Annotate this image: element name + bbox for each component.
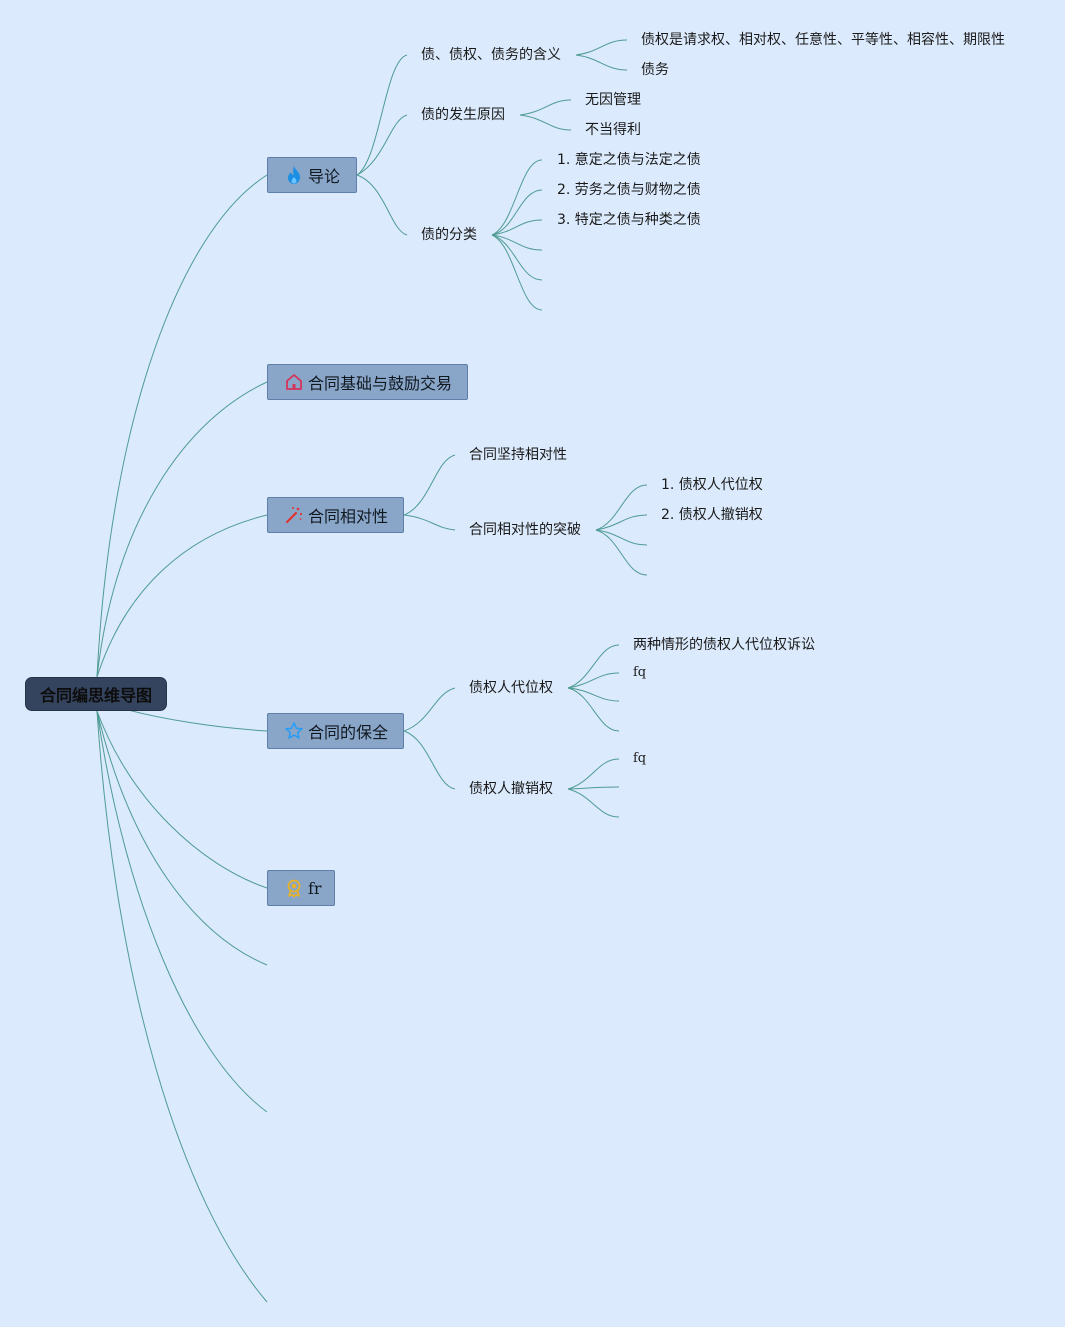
link-class-leaf-0 [491,159,543,236]
subtopic-revocation[interactable]: 债权人撤销权 [469,781,553,797]
topic-foundation-label: 合同基础与鼓励交易 [308,374,453,393]
topic-intro-label: 导论 [308,167,341,186]
link-intro-classification [356,174,408,236]
leaf-classification-0[interactable]: 1. 意定之债与法定之债 [557,152,701,168]
link-break-leaf-3 [595,529,648,576]
link-relativity-breakthrough [403,514,456,531]
link-revoc-leaf-2 [567,788,620,818]
leaf-classification-2[interactable]: 3. 特定之债与种类之债 [557,212,701,228]
leaf-revocation-0[interactable]: fq [633,751,647,766]
link-meaning-leaf-0 [575,39,628,56]
link-relativity-adhere [403,454,456,516]
link-cause-leaf-0 [519,99,572,116]
root-node[interactable]: 合同编思维导图 [25,677,167,711]
topic-preservation[interactable]: 合同的保全 [267,713,404,749]
link-break-leaf-0 [595,484,648,531]
link-root-intro [96,174,268,678]
link-break-leaf-1 [595,514,648,531]
link-root-relativity [96,514,268,678]
link-subro-leaf-2 [567,687,620,702]
topic-fr[interactable]: fr [267,870,335,906]
link-preservation-subrogation [403,687,456,732]
link-revoc-leaf-0 [567,758,620,790]
link-cause-leaf-1 [519,114,572,131]
topic-fr-label: fr [308,878,322,898]
link-break-leaf-2 [595,529,648,546]
link-subro-leaf-1 [567,672,620,689]
subtopic-adhere[interactable]: 合同坚持相对性 [469,447,567,463]
leaf-meaning-1[interactable]: 债务 [641,62,669,78]
link-class-leaf-3 [491,234,543,251]
link-intro-meaning [356,54,408,176]
link-subro-leaf-3 [567,687,620,732]
fire-icon [284,165,304,185]
topic-preservation-label: 合同的保全 [308,723,389,742]
topic-relativity-label: 合同相对性 [308,507,389,526]
magic-wand-icon [284,505,304,525]
link-root-fr [96,710,268,889]
link-preservation-revocation [403,730,456,790]
link-root-empty-2 [96,710,268,1113]
leaf-cause-0[interactable]: 无因管理 [585,92,641,108]
link-subro-leaf-0 [567,644,620,689]
link-root-foundation [96,381,268,678]
award-medal-icon [284,878,304,898]
leaf-breakthrough-0[interactable]: 1. 债权人代位权 [661,477,763,493]
link-class-leaf-5 [491,234,543,311]
topic-intro[interactable]: 导论 [267,157,357,193]
subtopic-cause[interactable]: 债的发生原因 [421,107,505,123]
subtopic-breakthrough[interactable]: 合同相对性的突破 [469,522,581,538]
root-node-label: 合同编思维导图 [39,686,152,705]
star-icon [284,721,304,741]
leaf-meaning-0[interactable]: 债权是请求权、相对权、任意性、平等性、相容性、期限性 [641,32,1005,48]
leaf-subrogation-1[interactable]: fq [633,665,647,680]
link-root-empty-1 [96,710,268,966]
link-class-leaf-2 [491,219,543,236]
link-class-leaf-4 [491,234,543,281]
link-class-leaf-1 [491,189,543,236]
leaf-cause-1[interactable]: 不当得利 [585,122,641,138]
subtopic-classification[interactable]: 债的分类 [421,227,477,243]
link-root-empty-3 [96,710,268,1303]
leaf-subrogation-0[interactable]: 两种情形的债权人代位权诉讼 [633,637,815,653]
link-revoc-leaf-1 [567,786,620,790]
leaf-classification-1[interactable]: 2. 劳务之债与财物之债 [557,182,701,198]
leaf-breakthrough-1[interactable]: 2. 债权人撤销权 [661,507,763,523]
topic-foundation[interactable]: 合同基础与鼓励交易 [267,364,468,400]
link-intro-cause [356,114,408,176]
topic-relativity[interactable]: 合同相对性 [267,497,404,533]
subtopic-subrogation[interactable]: 债权人代位权 [469,680,553,696]
subtopic-meaning[interactable]: 债、债权、债务的含义 [421,47,561,63]
link-meaning-leaf-1 [575,54,628,71]
house-icon [284,372,304,392]
